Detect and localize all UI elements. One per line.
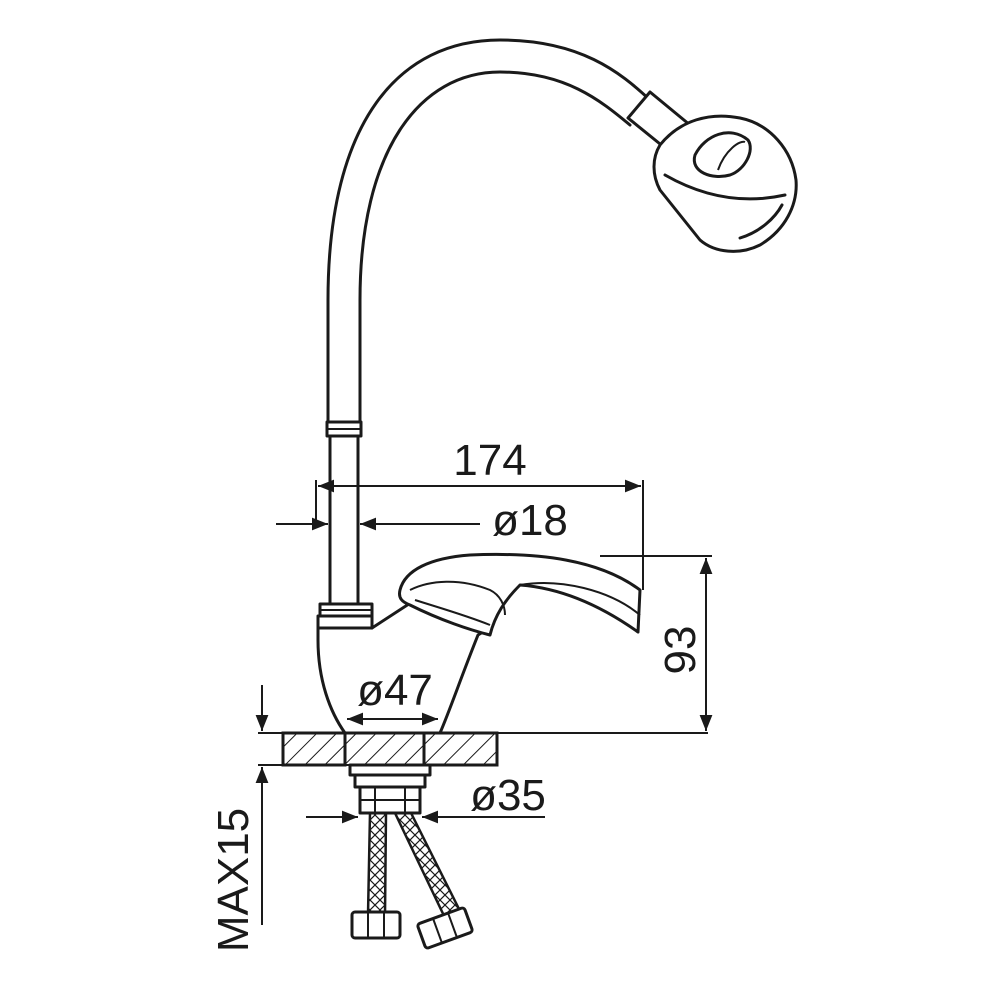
mounting-shank xyxy=(348,763,432,815)
dimension-93: 93 xyxy=(600,555,713,731)
dimension-diameter-35: ø35 xyxy=(306,771,546,824)
dim-18-label: ø18 xyxy=(492,496,568,545)
dimension-diameter-47: ø47 xyxy=(347,666,438,726)
spray-head xyxy=(626,90,798,253)
supply-hoses xyxy=(350,811,474,950)
spout-column xyxy=(318,420,374,618)
lever-handle xyxy=(398,552,642,637)
dimension-diameter-18: ø18 xyxy=(276,496,568,545)
countertop-section xyxy=(258,731,708,767)
dim-35-label: ø35 xyxy=(470,771,546,820)
dim-47-label: ø47 xyxy=(357,666,433,715)
dim-174-label: 174 xyxy=(453,436,526,485)
dimension-174: 174 xyxy=(315,436,644,590)
gooseneck-spout xyxy=(326,38,652,427)
dim-max15-label: MAX15 xyxy=(209,808,258,952)
dim-93-label: 93 xyxy=(656,626,705,675)
dimension-max15: MAX15 xyxy=(209,685,269,952)
